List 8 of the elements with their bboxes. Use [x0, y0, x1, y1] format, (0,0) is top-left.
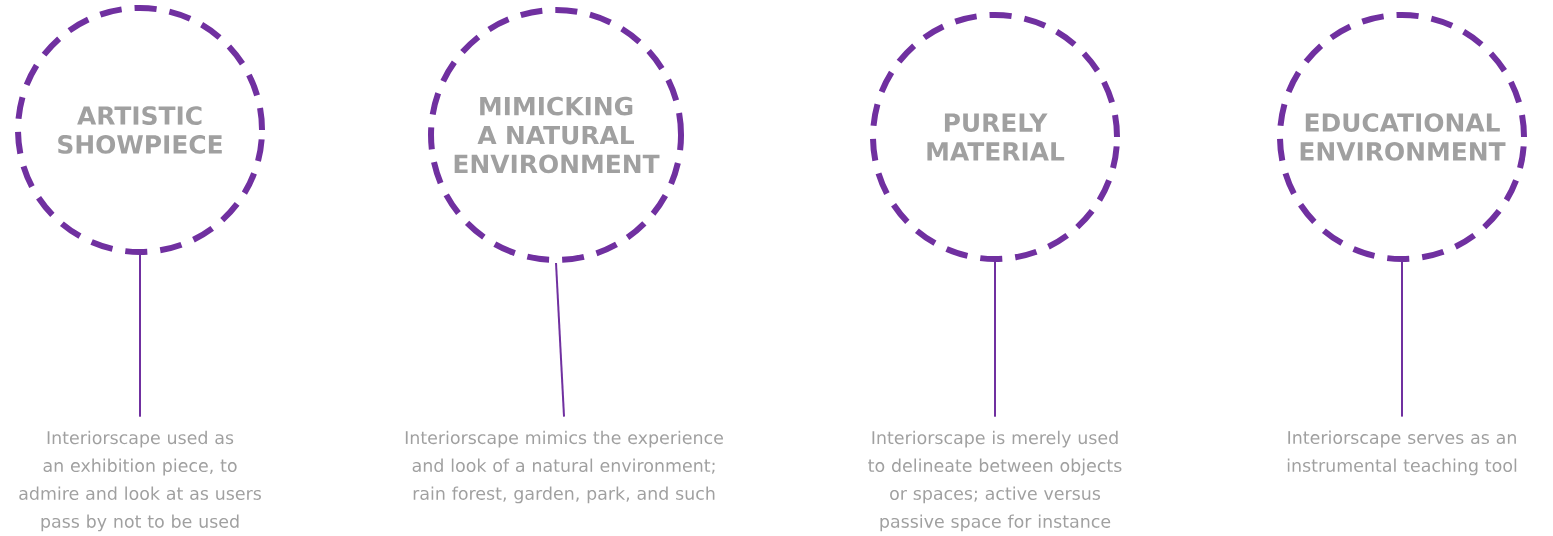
description-text: Interiorscape mimics the experience and look of a natural environment; rain forest, garden, park, and such: [405, 430, 723, 504]
connector-line: [139, 254, 141, 418]
description-text: Interiorscape is merely used to delineate between objects or spaces; active versus passive space for instance: [868, 430, 1122, 532]
connector-line: [555, 262, 565, 418]
description-text: Interiorscape serves as an instrumental teaching tool: [1287, 430, 1517, 476]
connector-line: [1401, 261, 1403, 418]
connector-line: [994, 261, 996, 418]
description-text: Interiorscape used as an exhibition piece, to admire and look at as users pass by not to be used: [19, 430, 261, 532]
